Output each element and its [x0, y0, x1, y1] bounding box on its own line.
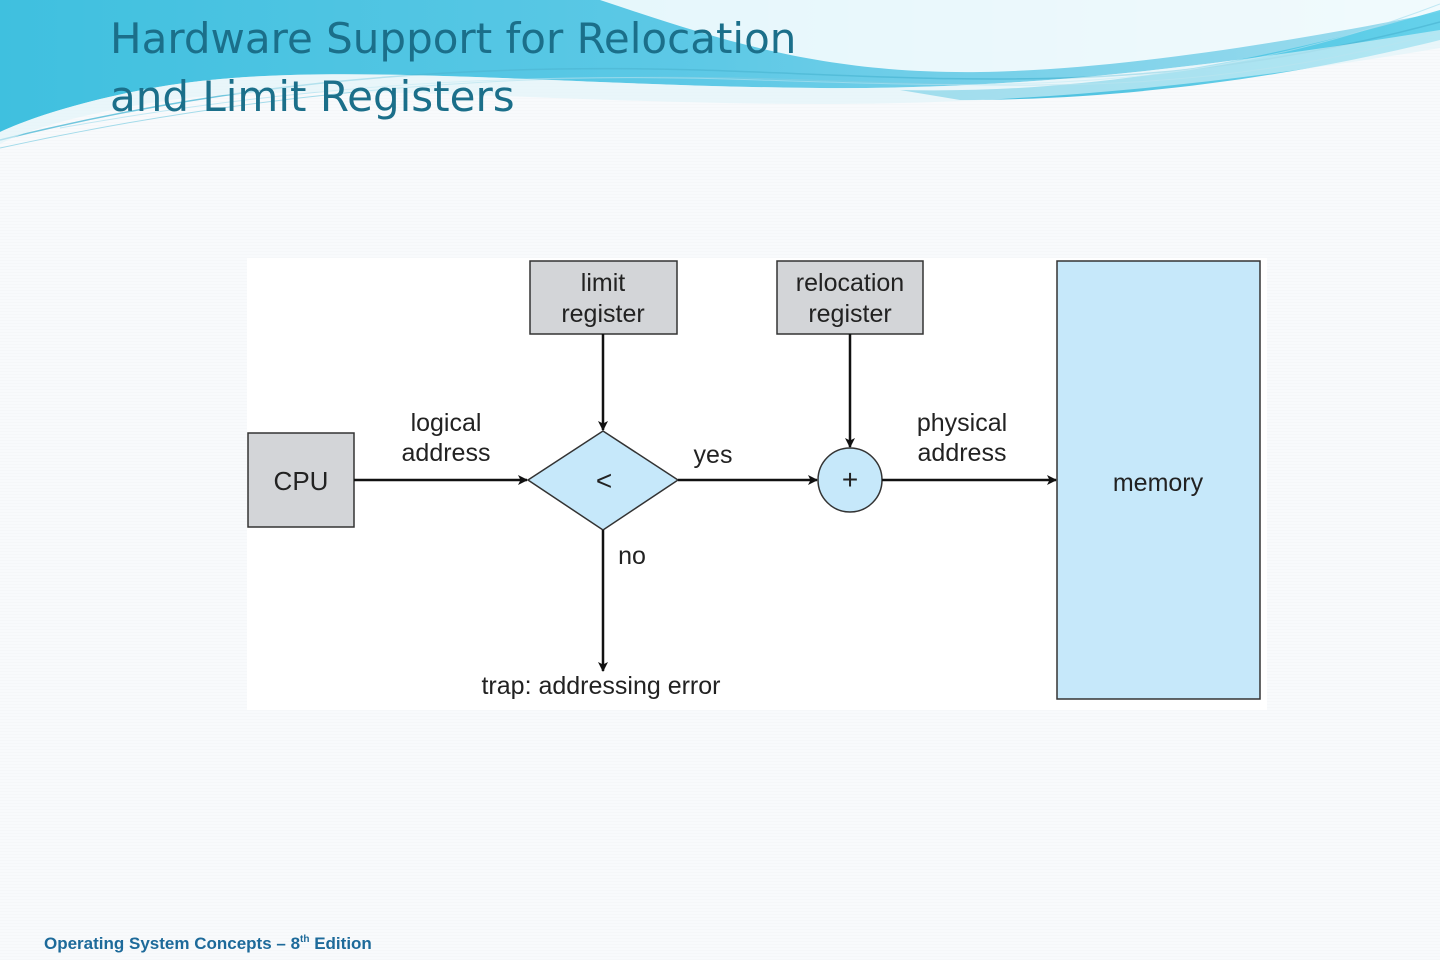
limit-register-line-1: limit: [581, 269, 625, 297]
footer-edition-superscript: th: [300, 934, 310, 945]
slide-title: Hardware Support for Relocation and Limi…: [110, 10, 796, 126]
footer-edition-word: Edition: [309, 934, 372, 953]
slide-footer: Operating System Concepts – 8th Edition: [44, 934, 372, 954]
slide-title-line-2: and Limit Registers: [110, 72, 515, 121]
relocation-register-box: relocation register: [776, 260, 924, 335]
relocation-register-line-1: relocation: [796, 269, 904, 297]
cpu-label: CPU: [274, 466, 329, 496]
logical-address-label-line-1: logical: [411, 409, 482, 437]
header-wave-decoration: [0, 0, 1440, 149]
physical-address-label-line-2: address: [918, 439, 1007, 467]
no-label: no: [618, 542, 646, 570]
logical-address-label-line-2: address: [402, 439, 491, 467]
adder-circle: +: [817, 447, 883, 513]
plus-symbol: +: [842, 464, 858, 495]
limit-register-box: limit register: [529, 260, 678, 335]
slide-title-line-1: Hardware Support for Relocation: [110, 14, 797, 63]
limit-register-line-2: register: [561, 300, 644, 328]
physical-address-label-line-1: physical: [917, 409, 1007, 437]
cpu-box: CPU: [247, 432, 355, 528]
trap-addressing-error-label: trap: addressing error: [481, 672, 720, 700]
yes-label: yes: [694, 441, 733, 469]
less-than-symbol: <: [596, 465, 612, 496]
footer-book-title: Operating System Concepts – 8: [44, 934, 301, 953]
relocation-register-line-2: register: [808, 300, 891, 328]
memory-label: memory: [1113, 469, 1204, 497]
memory-box: memory: [1056, 260, 1261, 700]
